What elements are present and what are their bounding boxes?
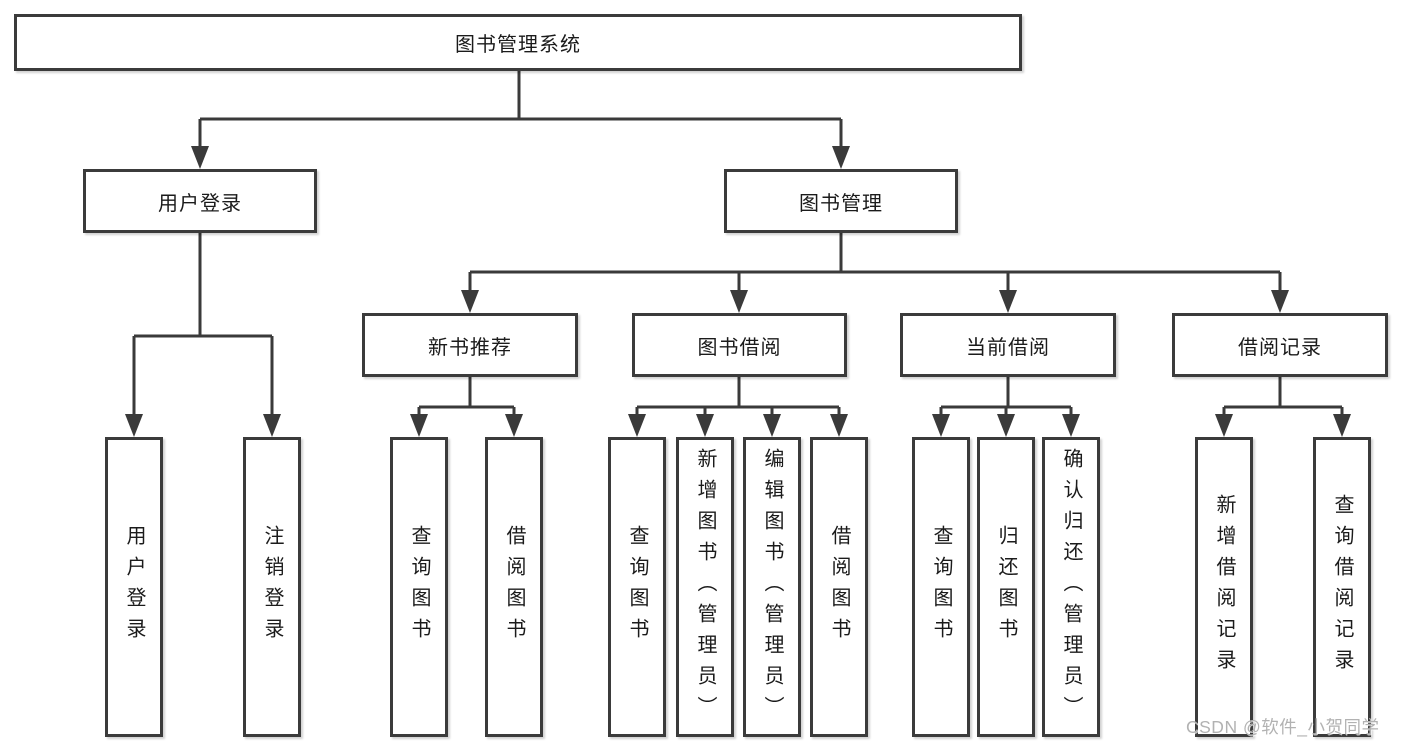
node-label: 注销登录: [261, 525, 283, 649]
leaf-cb-query-books: 查询图书: [912, 437, 970, 737]
connector-current-borrow-children: [932, 377, 1080, 437]
leaf-cb-return-books: 归还图书: [977, 437, 1035, 737]
node-label: 新书推荐: [428, 336, 512, 359]
node-label: 图书借阅: [697, 336, 782, 359]
arrow-down-icon: [628, 414, 646, 437]
node-borrowing-records: 借阅记录: [1172, 313, 1388, 377]
leaf-logout: 注销登录: [243, 437, 301, 737]
leaf-nbr-query-books: 查询图书: [390, 437, 448, 737]
leaf-bb-borrow-books: 借阅图书: [810, 437, 868, 737]
arrow-down-icon: [832, 146, 850, 169]
arrow-down-icon: [1062, 414, 1080, 437]
node-label: 确认归还（管理员）: [1060, 447, 1082, 727]
connector-user-login-children: [125, 233, 281, 437]
node-current-borrowing: 当前借阅: [900, 313, 1116, 377]
arrow-down-icon: [1271, 290, 1289, 313]
connector-book-borrow-children: [628, 377, 848, 437]
leaf-bb-add-books-admin: 新增图书（管理员）: [676, 437, 734, 737]
arrow-down-icon: [830, 414, 848, 437]
node-label: 查询图书: [408, 525, 430, 649]
csdn-watermark: CSDN @软件_小贺同学: [1186, 717, 1380, 737]
node-label: 用户登录: [123, 525, 145, 649]
arrow-down-icon: [999, 290, 1017, 313]
node-label: 编辑图书（管理员）: [761, 447, 783, 727]
arrow-down-icon: [763, 414, 781, 437]
connector-borrow-records-children: [1215, 377, 1351, 437]
arrow-down-icon: [730, 290, 748, 313]
arrow-down-icon: [696, 414, 714, 437]
node-label: 新增借阅记录: [1213, 494, 1235, 680]
node-label: 图书管理: [799, 192, 883, 215]
connector-book-mgmt-children: [461, 233, 1289, 313]
connector-root-to-level2: [191, 70, 850, 169]
node-label: 新增图书（管理员）: [694, 447, 716, 727]
leaf-br-query-record: 查询借阅记录: [1313, 437, 1371, 737]
node-label: 用户登录: [158, 192, 242, 215]
leaf-br-add-record: 新增借阅记录: [1195, 437, 1253, 737]
node-label: 图书管理系统: [455, 34, 581, 56]
leaf-nbr-borrow-books: 借阅图书: [485, 437, 543, 737]
node-label: 查询图书: [930, 525, 952, 649]
arrow-down-icon: [461, 290, 479, 313]
node-label: 借阅图书: [503, 525, 525, 649]
node-label: 查询图书: [626, 525, 648, 649]
node-book-borrowing: 图书借阅: [632, 313, 847, 377]
arrow-down-icon: [1215, 414, 1233, 437]
node-user-login: 用户登录: [83, 169, 317, 233]
arrow-down-icon: [125, 414, 143, 437]
connector-new-book-rec-children: [410, 377, 523, 437]
node-library-system: 图书管理系统: [14, 14, 1022, 71]
arrow-down-icon: [997, 414, 1015, 437]
node-label: 借阅图书: [828, 525, 850, 649]
node-label: 当前借阅: [966, 336, 1050, 359]
arrow-down-icon: [191, 146, 209, 169]
arrow-down-icon: [932, 414, 950, 437]
arrow-down-icon: [1333, 414, 1351, 437]
arrow-down-icon: [410, 414, 428, 437]
node-new-book-recommendation: 新书推荐: [362, 313, 578, 377]
node-book-management: 图书管理: [724, 169, 958, 233]
node-label: 查询借阅记录: [1331, 494, 1353, 680]
arrow-down-icon: [505, 414, 523, 437]
arrow-down-icon: [263, 414, 281, 437]
leaf-user-login: 用户登录: [105, 437, 163, 737]
leaf-bb-edit-books-admin: 编辑图书（管理员）: [743, 437, 801, 737]
leaf-bb-query-books: 查询图书: [608, 437, 666, 737]
node-label: 借阅记录: [1238, 336, 1322, 359]
node-label: 归还图书: [995, 525, 1017, 649]
leaf-cb-confirm-return-admin: 确认归还（管理员）: [1042, 437, 1100, 737]
